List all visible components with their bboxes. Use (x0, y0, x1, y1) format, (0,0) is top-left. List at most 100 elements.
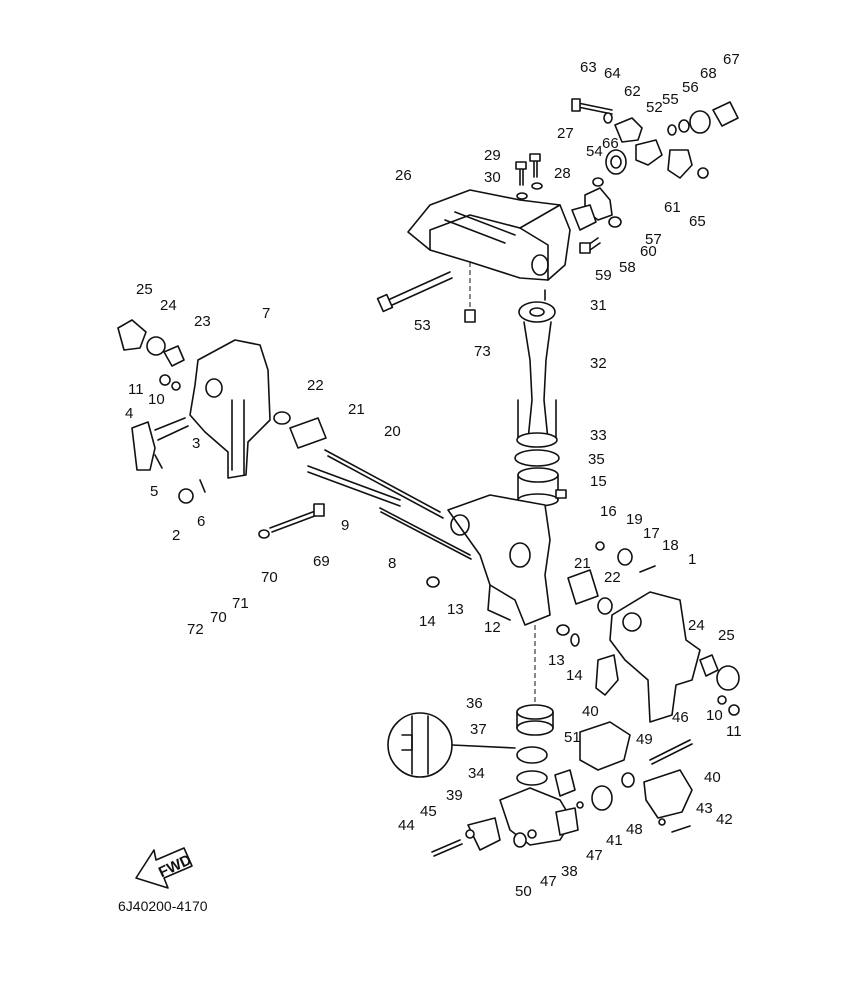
callout-42: 42 (716, 811, 733, 828)
callout-60: 60 (640, 243, 657, 260)
callout-68: 68 (700, 65, 717, 82)
callout-6: 6 (197, 513, 205, 530)
detail-inset-circle (387, 712, 516, 778)
tilt-shafts (258, 411, 472, 560)
callout-28: 28 (554, 165, 571, 182)
callout-44: 44 (398, 817, 415, 834)
callout-50: 50 (515, 883, 532, 900)
callout-47: 47 (540, 873, 557, 890)
callout-20: 20 (384, 423, 401, 440)
callout-17: 17 (643, 525, 660, 542)
callout-54: 54 (586, 143, 603, 160)
callout-64: 64 (604, 65, 621, 82)
bushings-right (567, 541, 656, 615)
callout-7: 7 (262, 305, 270, 322)
callout-69: 69 (313, 553, 330, 570)
callout-5: 5 (150, 483, 158, 500)
callout-61: 61 (664, 199, 681, 216)
callout-13: 13 (447, 601, 464, 618)
callout-65: 65 (689, 213, 706, 230)
callout-10: 10 (706, 707, 723, 724)
callout-70: 70 (210, 609, 227, 626)
callout-33: 33 (590, 427, 607, 444)
callout-46: 46 (672, 709, 689, 726)
callout-2: 2 (172, 527, 180, 544)
fwd-arrow: FWD (135, 847, 194, 889)
callout-10: 10 (148, 391, 165, 408)
callout-19: 19 (626, 511, 643, 528)
callout-45: 45 (420, 803, 437, 820)
bolt-73 (464, 262, 476, 323)
callout-1: 1 (688, 551, 696, 568)
callout-24: 24 (688, 617, 705, 634)
callout-14: 14 (419, 613, 436, 630)
callout-71: 71 (232, 595, 249, 612)
callout-70: 70 (261, 569, 278, 586)
callout-26: 26 (395, 167, 412, 184)
callout-32: 32 (590, 355, 607, 372)
steering-shaft (514, 289, 567, 507)
callout-57: 57 (645, 231, 662, 248)
callout-29: 29 (484, 147, 501, 164)
callout-48: 48 (626, 821, 643, 838)
callout-31: 31 (590, 297, 607, 314)
callout-52: 52 (646, 99, 663, 116)
callout-37: 37 (470, 721, 487, 738)
callout-24: 24 (160, 297, 177, 314)
callout-25: 25 (718, 627, 735, 644)
callout-58: 58 (619, 259, 636, 276)
steering-friction-assembly (571, 98, 739, 254)
callout-13: 13 (548, 652, 565, 669)
callout-15: 15 (590, 473, 607, 490)
callout-12: 12 (484, 619, 501, 636)
screw-clamp-left (117, 319, 206, 504)
callout-21: 21 (348, 401, 365, 418)
small-bolts-top (515, 153, 543, 200)
callout-40: 40 (704, 769, 721, 786)
callout-41: 41 (606, 832, 623, 849)
callout-66: 66 (602, 135, 619, 152)
lower-mount-parts (431, 625, 693, 857)
callout-25: 25 (136, 281, 153, 298)
callout-30: 30 (484, 169, 501, 186)
callout-18: 18 (662, 537, 679, 554)
callout-63: 63 (580, 59, 597, 76)
swivel-bracket (426, 494, 580, 647)
callout-55: 55 (662, 91, 679, 108)
callout-43: 43 (696, 800, 713, 817)
callout-56: 56 (682, 79, 699, 96)
callout-34: 34 (468, 765, 485, 782)
callout-36: 36 (466, 695, 483, 712)
callout-49: 49 (636, 731, 653, 748)
callout-3: 3 (192, 435, 200, 452)
callout-38: 38 (561, 863, 578, 880)
callout-72: 72 (187, 621, 204, 638)
document-code: 6J40200-4170 (118, 898, 208, 914)
callout-39: 39 (446, 787, 463, 804)
callout-14: 14 (566, 667, 583, 684)
callout-40: 40 (582, 703, 599, 720)
callout-62: 62 (624, 83, 641, 100)
callout-67: 67 (723, 51, 740, 68)
callout-59: 59 (595, 267, 612, 284)
callout-9: 9 (341, 517, 349, 534)
callout-21: 21 (574, 555, 591, 572)
callout-11: 11 (128, 381, 144, 398)
callout-16: 16 (600, 503, 617, 520)
callout-47: 47 (586, 847, 603, 864)
callout-27: 27 (557, 125, 574, 142)
callout-8: 8 (388, 555, 396, 572)
callout-51: 51 (564, 729, 581, 746)
callout-4: 4 (125, 405, 133, 422)
callout-11: 11 (726, 723, 742, 740)
bolt-53 (376, 271, 453, 313)
callout-23: 23 (194, 313, 211, 330)
clamp-bracket-left (189, 339, 271, 479)
clamp-bracket-right (595, 591, 740, 723)
callout-22: 22 (604, 569, 621, 586)
swivel-bracket-top-part (407, 189, 571, 281)
callout-53: 53 (414, 317, 431, 334)
callout-73: 73 (474, 343, 491, 360)
